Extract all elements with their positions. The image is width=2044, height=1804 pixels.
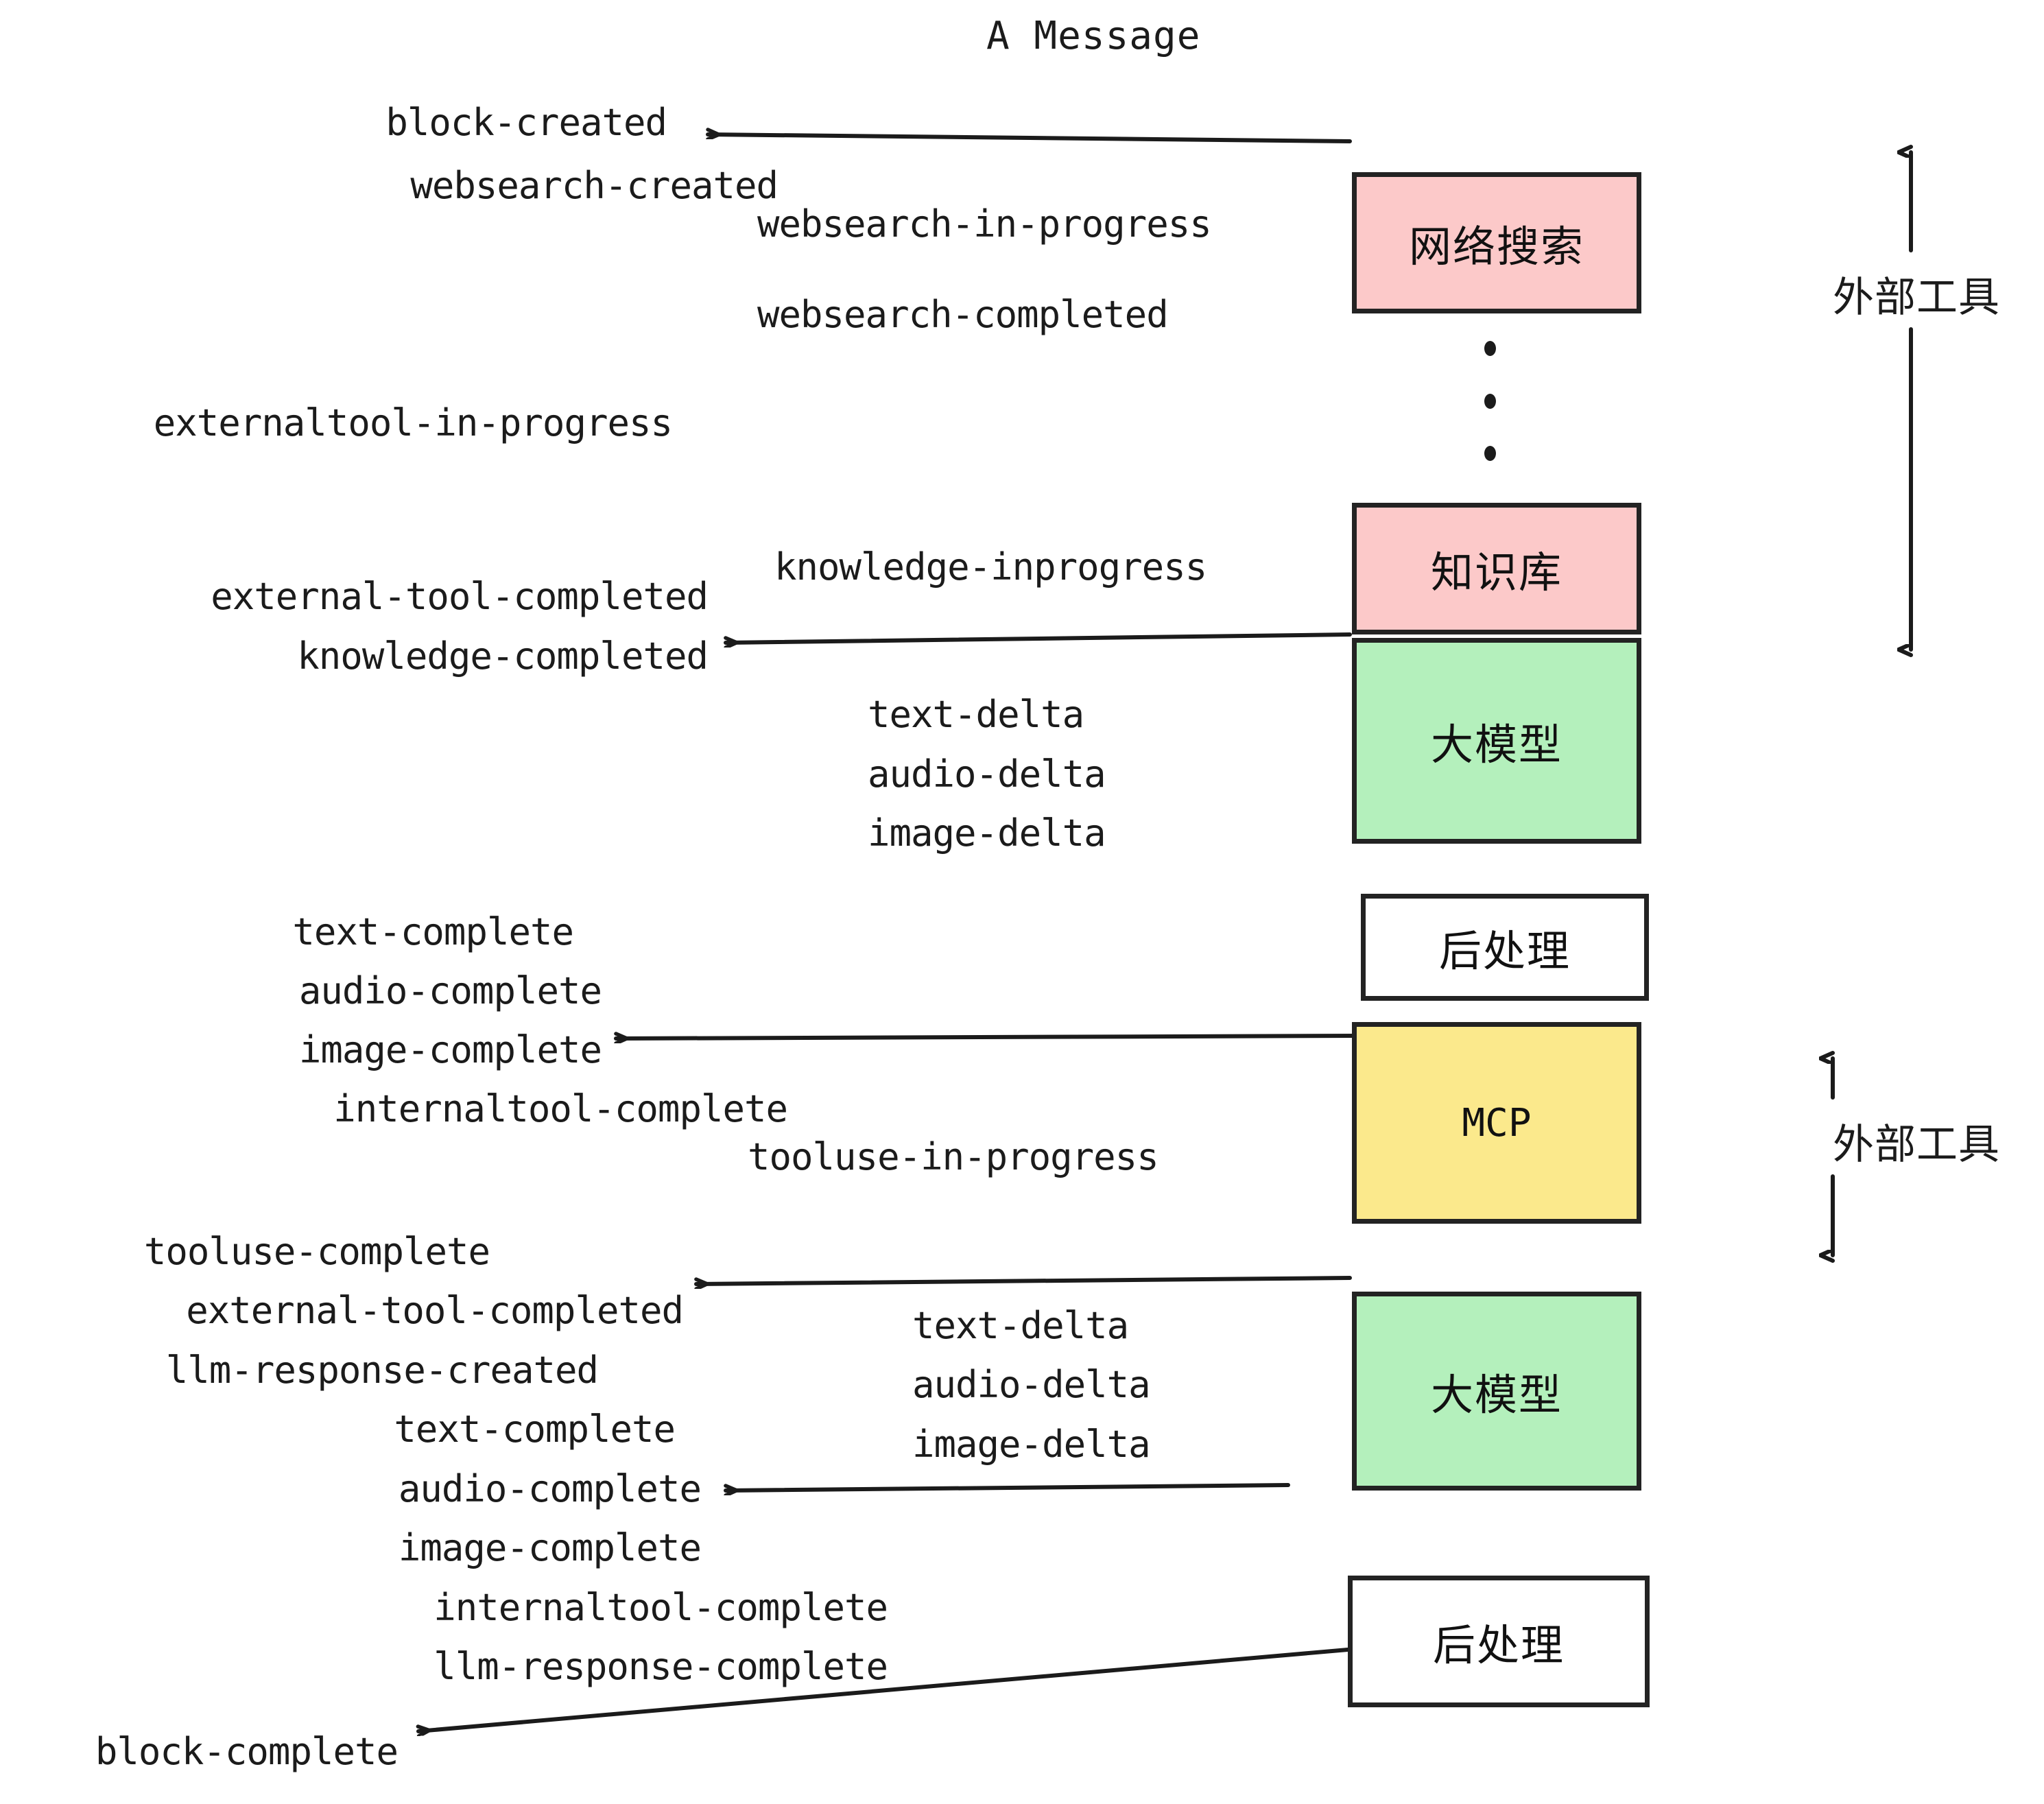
event-websearch-completed: websearch-completed xyxy=(757,293,1169,336)
box-label: 网络搜索 xyxy=(1408,222,1584,272)
vertical-ellipsis-icon xyxy=(1484,341,1496,461)
event-internaltool-complete-2: internaltool-complete xyxy=(433,1586,888,1629)
event-text-complete-1: text-complete xyxy=(292,910,574,953)
event-text-delta-1: text-delta xyxy=(868,693,1084,736)
box-websearch: 网络搜索 xyxy=(1352,172,1641,313)
arrow-audio-complete xyxy=(724,1483,1290,1491)
page-title: A Message xyxy=(986,14,1201,58)
event-text-complete-2: text-complete xyxy=(394,1408,676,1451)
event-audio-complete-1: audio-complete xyxy=(298,969,602,1012)
event-external-tool-completed-2: external-tool-completed xyxy=(186,1289,684,1332)
event-knowledge-completed: knowledge-completed xyxy=(297,634,709,678)
ellipsis-dot xyxy=(1484,341,1496,356)
event-tooluse-in-progress: tooluse-in-progress xyxy=(748,1135,1159,1178)
event-externaltool-in-progress: externaltool-in-progress xyxy=(153,401,673,444)
label-external-tools-top: 外部工具 xyxy=(1833,274,2000,322)
event-image-complete-1: image-complete xyxy=(298,1028,602,1071)
arrow-image-complete xyxy=(614,1036,1359,1039)
box-label: 后处理 xyxy=(1432,1620,1565,1670)
box-label: 后处理 xyxy=(1438,926,1571,976)
box-postprocess-bottom: 后处理 xyxy=(1348,1576,1650,1707)
event-image-delta-2: image-delta xyxy=(912,1423,1151,1466)
box-llm-bottom: 大模型 xyxy=(1352,1292,1641,1491)
label-external-tools-bottom: 外部工具 xyxy=(1833,1121,2000,1169)
event-image-delta-1: image-delta xyxy=(868,811,1106,855)
event-internaltool-complete-1: internaltool-complete xyxy=(333,1087,788,1130)
event-image-complete-2: image-complete xyxy=(398,1526,702,1569)
event-websearch-in-progress: websearch-in-progress xyxy=(757,202,1212,246)
box-knowledge: 知识库 xyxy=(1352,503,1641,634)
box-mcp: MCP xyxy=(1352,1022,1641,1224)
box-llm-top: 大模型 xyxy=(1352,638,1641,844)
event-llm-response-created: llm-response-created xyxy=(165,1349,599,1392)
box-label: MCP xyxy=(1462,1100,1532,1146)
arrow-block-created xyxy=(706,134,1352,143)
event-block-complete: block-complete xyxy=(95,1730,399,1773)
event-text-delta-2: text-delta xyxy=(912,1304,1129,1347)
box-postprocess-top: 后处理 xyxy=(1361,894,1649,1001)
arrow-knowledge-done xyxy=(724,632,1352,643)
event-knowledge-inprogress: knowledge-inprogress xyxy=(774,545,1207,589)
arrow-tooluse-complete xyxy=(694,1276,1352,1284)
ellipsis-dot xyxy=(1484,393,1496,409)
ellipsis-dot xyxy=(1484,446,1496,461)
event-external-tool-completed-1: external-tool-completed xyxy=(211,575,709,618)
box-label: 大模型 xyxy=(1430,1370,1562,1420)
box-label: 知识库 xyxy=(1430,547,1562,597)
event-websearch-created: websearch-created xyxy=(410,164,779,207)
event-tooluse-complete: tooluse-complete xyxy=(143,1230,490,1273)
event-audio-complete-2: audio-complete xyxy=(398,1467,702,1510)
event-audio-delta-1: audio-delta xyxy=(868,752,1106,796)
event-llm-response-complete: llm-response-complete xyxy=(433,1645,888,1688)
event-block-created: block-created xyxy=(385,101,667,144)
box-label: 大模型 xyxy=(1430,720,1562,770)
event-audio-delta-2: audio-delta xyxy=(912,1363,1151,1406)
